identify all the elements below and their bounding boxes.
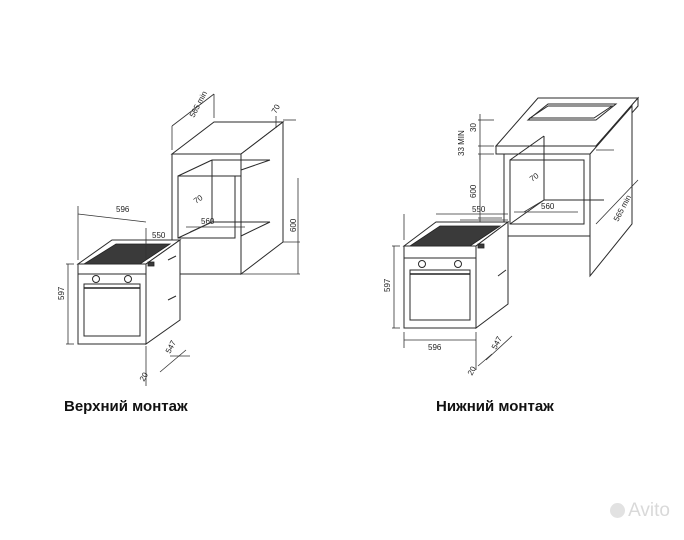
left-oven-dimensions bbox=[66, 206, 190, 386]
dim-right-oven-height: 597 bbox=[383, 278, 392, 292]
dim-left-oven-height: 597 bbox=[57, 286, 66, 300]
left-cabinet bbox=[170, 120, 285, 276]
dim-right-oven-width: 596 bbox=[428, 343, 442, 352]
right-oven bbox=[402, 221, 510, 329]
dim-left-front-gap: 20 bbox=[138, 370, 150, 383]
right-cabinet-dimensions bbox=[478, 114, 639, 225]
dim-left-top-gap: 70 bbox=[270, 102, 282, 115]
avito-logo-icon bbox=[610, 503, 626, 518]
dim-left-oven-depth: 550 bbox=[152, 231, 166, 240]
dim-right-gap-top: 30 bbox=[469, 123, 478, 132]
left-cabinet-dimensions bbox=[171, 93, 300, 275]
dim-left-niche-height: 600 bbox=[289, 218, 298, 232]
dim-right-niche-height: 600 bbox=[469, 184, 478, 198]
dim-left-oven-body-depth: 547 bbox=[164, 338, 178, 354]
dim-left-niche-width: 560 bbox=[201, 217, 215, 226]
caption-upper-mount: Верхний монтаж bbox=[64, 398, 188, 415]
dim-left-oven-width: 596 bbox=[116, 205, 130, 214]
dim-left-cab-depth: 565 min bbox=[188, 90, 209, 119]
dim-right-min-gap: 33 MIN bbox=[457, 130, 466, 156]
dim-right-oven-depth: 550 bbox=[472, 205, 486, 214]
caption-lower-mount: Нижний монтаж bbox=[436, 398, 554, 415]
right-oven-dimensions bbox=[392, 213, 513, 370]
dim-right-niche-width: 560 bbox=[541, 202, 555, 211]
watermark: Avito bbox=[610, 500, 670, 522]
left-dimension-labels: 565 min 70 70 560 600 596 550 597 547 20 bbox=[57, 90, 298, 383]
left-oven bbox=[76, 239, 182, 345]
watermark-text: Avito bbox=[628, 500, 670, 521]
dim-right-oven-body-depth: 547 bbox=[490, 334, 504, 350]
right-cabinet bbox=[494, 96, 640, 278]
